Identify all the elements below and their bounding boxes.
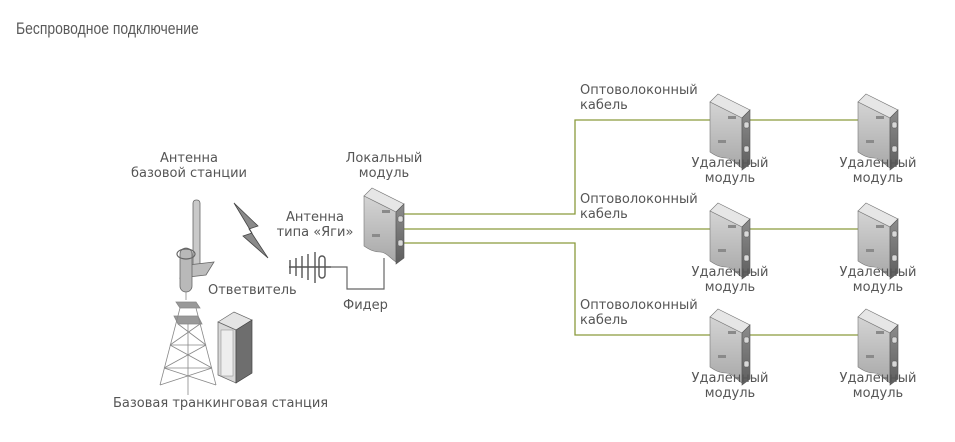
yagi-antenna-label-line2: типа «Яги» [276, 225, 354, 240]
base-station-label: Базовая транкинговая станция [113, 396, 329, 411]
local-module-label-line2: модуль [358, 166, 410, 181]
local-module-label: Локальный модуль [340, 151, 428, 181]
remote-module-label-line2: модуль [852, 280, 904, 295]
fiber-cable-line [404, 242, 858, 336]
fiber-cable-label-line2: кабель [580, 98, 628, 113]
local-module-label-line1: Локальный [345, 151, 423, 166]
remote-module-label-line1: Удаленный [691, 265, 769, 280]
local-module-icon [363, 187, 405, 265]
remote-module-label-line1: Удаленный [691, 156, 769, 171]
yagi-antenna-icon [289, 252, 331, 283]
fiber-cable-label-line1: Оптоволоконный [580, 298, 698, 313]
coupler-label: Ответвитель [208, 283, 297, 298]
remote-module-label-line1: Удаленный [691, 371, 769, 386]
fiber-cable-label-line2: кабель [580, 207, 628, 222]
tower-icon [159, 292, 217, 395]
yagi-antenna-label: Антенна типа «Яги» [274, 210, 356, 240]
base-antenna-label-line2: базовой станции [131, 166, 247, 181]
fiber-cable-line [404, 119, 858, 215]
fiber-cable-label-line2: кабель [580, 313, 628, 328]
remote-module-label-line2: модуль [852, 171, 904, 186]
base-antenna-label-line1: Антенна [160, 151, 218, 166]
fiber-cable-label-line1: Оптоволоконный [580, 83, 698, 98]
page-title: Беспроводное подключение [16, 19, 199, 38]
remote-module-label-line1: Удаленный [839, 265, 917, 280]
remote-module-label-line2: модуль [704, 386, 756, 401]
feeder-label: Фидер [343, 298, 388, 313]
remote-module-label-line2: модуль [704, 171, 756, 186]
wireless-signal-icon [233, 202, 269, 259]
remote-module-label-line1: Удаленный [839, 371, 917, 386]
fiber-cable-label-line1: Оптоволоконный [580, 192, 698, 207]
remote-module-label-line2: модуль [852, 386, 904, 401]
base-station-rack-icon [217, 311, 253, 384]
remote-module-label-line1: Удаленный [839, 156, 917, 171]
base-antenna-icon [176, 199, 215, 293]
remote-module-label-line2: модуль [704, 280, 756, 295]
base-antenna-label: Антенна базовой станции [130, 151, 248, 181]
feeder-line [331, 258, 385, 290]
yagi-antenna-label-line1: Антенна [286, 210, 344, 225]
